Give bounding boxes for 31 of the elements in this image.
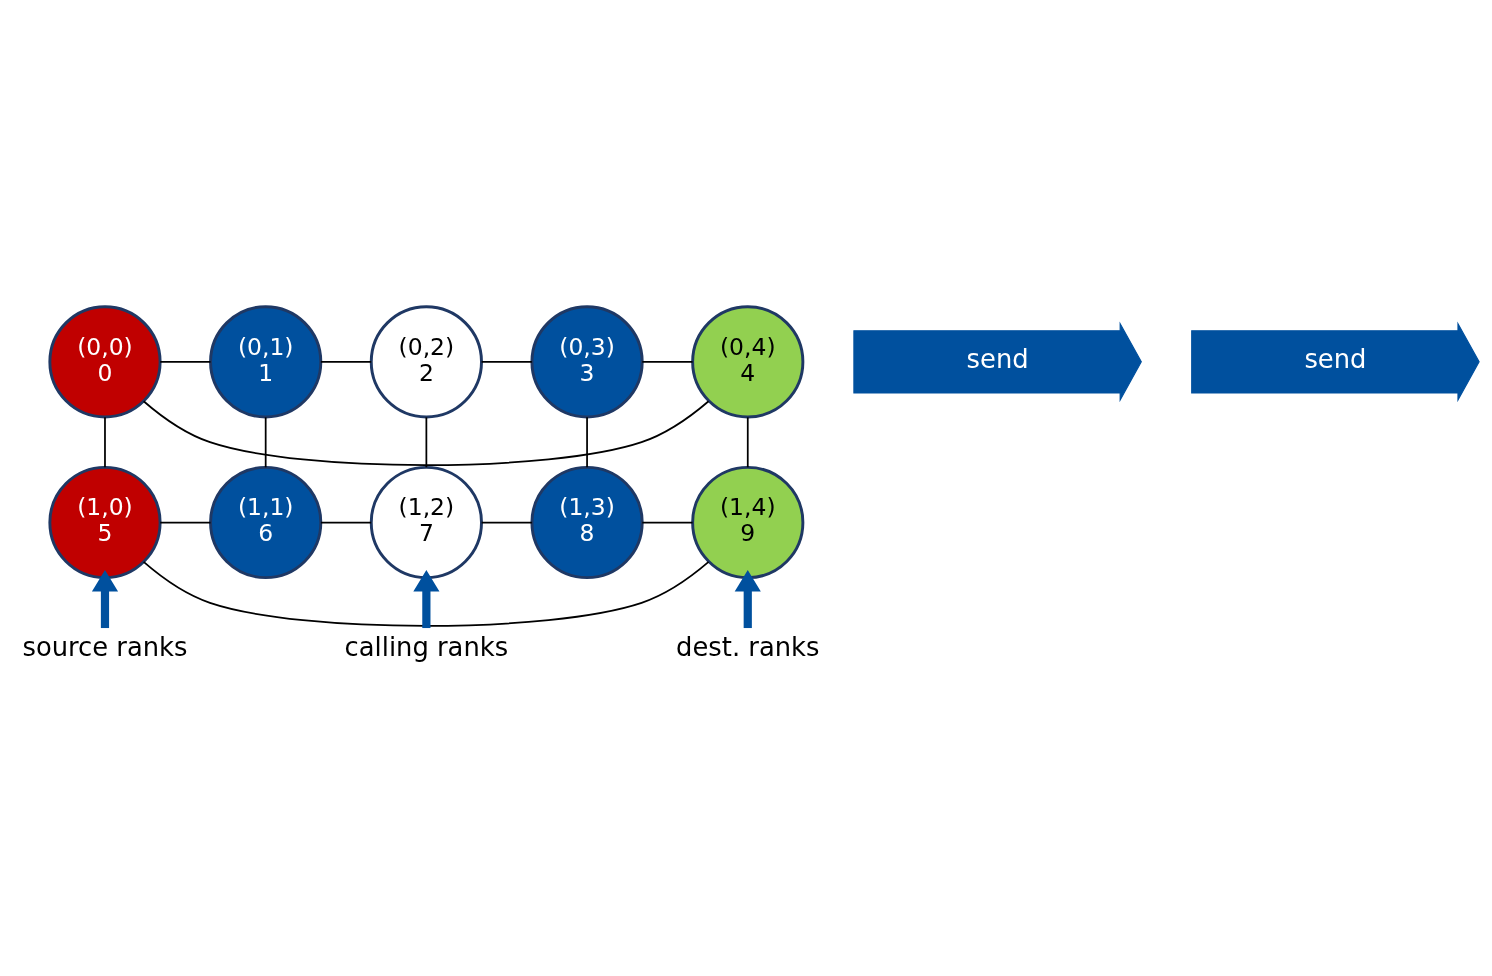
node-circle: (0,0) 0	[48, 304, 162, 418]
connector	[159, 360, 212, 363]
node-circle: (1,4) 9	[691, 465, 805, 579]
node-circle: (1,0) 5	[48, 465, 162, 579]
connector	[159, 521, 212, 523]
arrow	[413, 569, 440, 628]
node-circle: (0,4) 4	[691, 304, 805, 418]
node-circle: (0,3) 3	[530, 304, 644, 418]
node-circle: (1,1) 6	[209, 465, 323, 579]
node-text: calling ranks	[344, 631, 509, 662]
arrow	[734, 569, 761, 628]
node-circle: (1,2) 7	[369, 465, 483, 579]
connector	[104, 415, 106, 468]
connector	[320, 360, 373, 363]
connector	[425, 415, 428, 468]
node-text: dest. ranks	[676, 631, 820, 662]
connector	[142, 399, 710, 466]
connector	[641, 521, 694, 523]
connector	[480, 360, 533, 363]
connector	[746, 415, 749, 468]
node-text: source ranks	[22, 631, 188, 662]
connector	[320, 521, 373, 523]
node-circle: (0,2) 2	[369, 304, 483, 418]
connector	[142, 560, 710, 627]
connector	[480, 521, 533, 523]
node-circle: (0,1) 1	[209, 304, 323, 418]
connector	[264, 415, 267, 468]
node-circle: (1,3) 8	[530, 465, 644, 579]
connector	[641, 360, 694, 363]
connector	[586, 415, 588, 468]
arrow	[91, 569, 119, 628]
